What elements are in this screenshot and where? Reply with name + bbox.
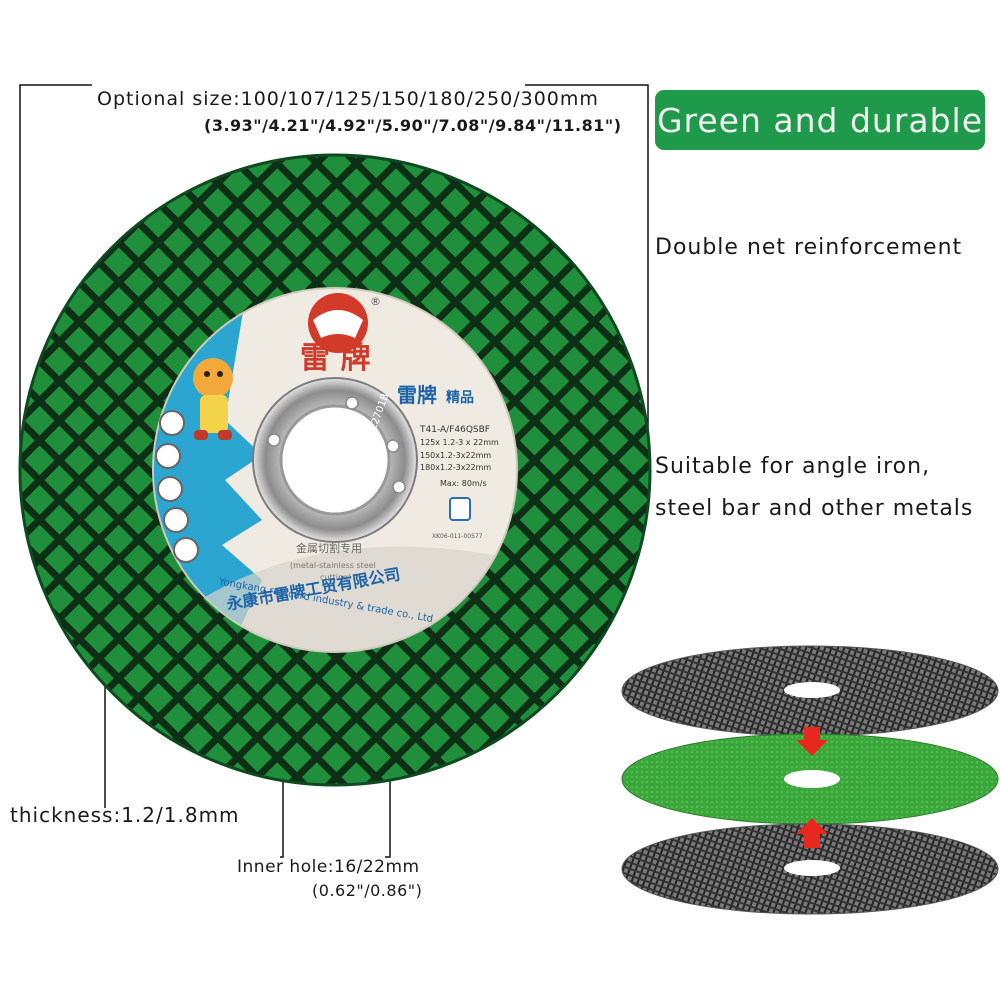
feature-suitable-line2: steel bar and other metals [655,496,974,521]
disc-spec-3: 180x1.2-3x22mm [420,463,491,472]
feature-suitable-line1: Suitable for angle iron, [655,454,931,479]
disc-usage-en-1: (metal-stainless steel [290,561,376,570]
disc-usage-cn: 金属切割专用 [296,541,362,555]
quality-mark-icon [449,497,471,521]
optional-size-inches: (3.93"/4.21"/4.92"/5.90"/7.08"/9.84"/11.… [204,116,622,135]
arrow-down-icon [796,727,828,756]
disc-model: T41-A/F46QSBF [419,425,490,435]
disc-spec-2: 150x1.2-3x22mm [420,451,491,460]
disc-code: XK06-011-00577 [432,533,483,540]
feature-reinforcement: Double net reinforcement [655,235,963,260]
layer-diagram [621,645,999,915]
optional-size-label: Optional size:100/107/125/150/180/250/30… [97,88,599,110]
mascot-figure [193,358,233,440]
arrow-up-icon [796,818,828,848]
thickness-label: thickness:1.2/1.8mm [10,803,240,827]
disc-brand-quality: 雷牌 [397,383,437,407]
green-durable-badge: Green and durable [655,90,985,150]
disc-max-speed: Max: 80m/s [440,479,487,488]
inner-hole-label: Inner hole:16/22mm [237,857,420,877]
inner-hole-inches: (0.62"/0.86") [312,881,423,900]
disc-registered-mark: ® [370,295,381,308]
brand-logo-emblem [308,293,368,353]
badge-label: Green and durable [656,100,984,140]
safety-icons [155,410,199,563]
disc-brand: 雷 牌 [300,341,370,376]
disc-usage-en-2: cutting) [320,573,351,582]
disc-spec-1: 125x 1.2-3 x 22mm [420,438,499,447]
disc-brand-quality-suffix: 精品 [446,389,474,406]
